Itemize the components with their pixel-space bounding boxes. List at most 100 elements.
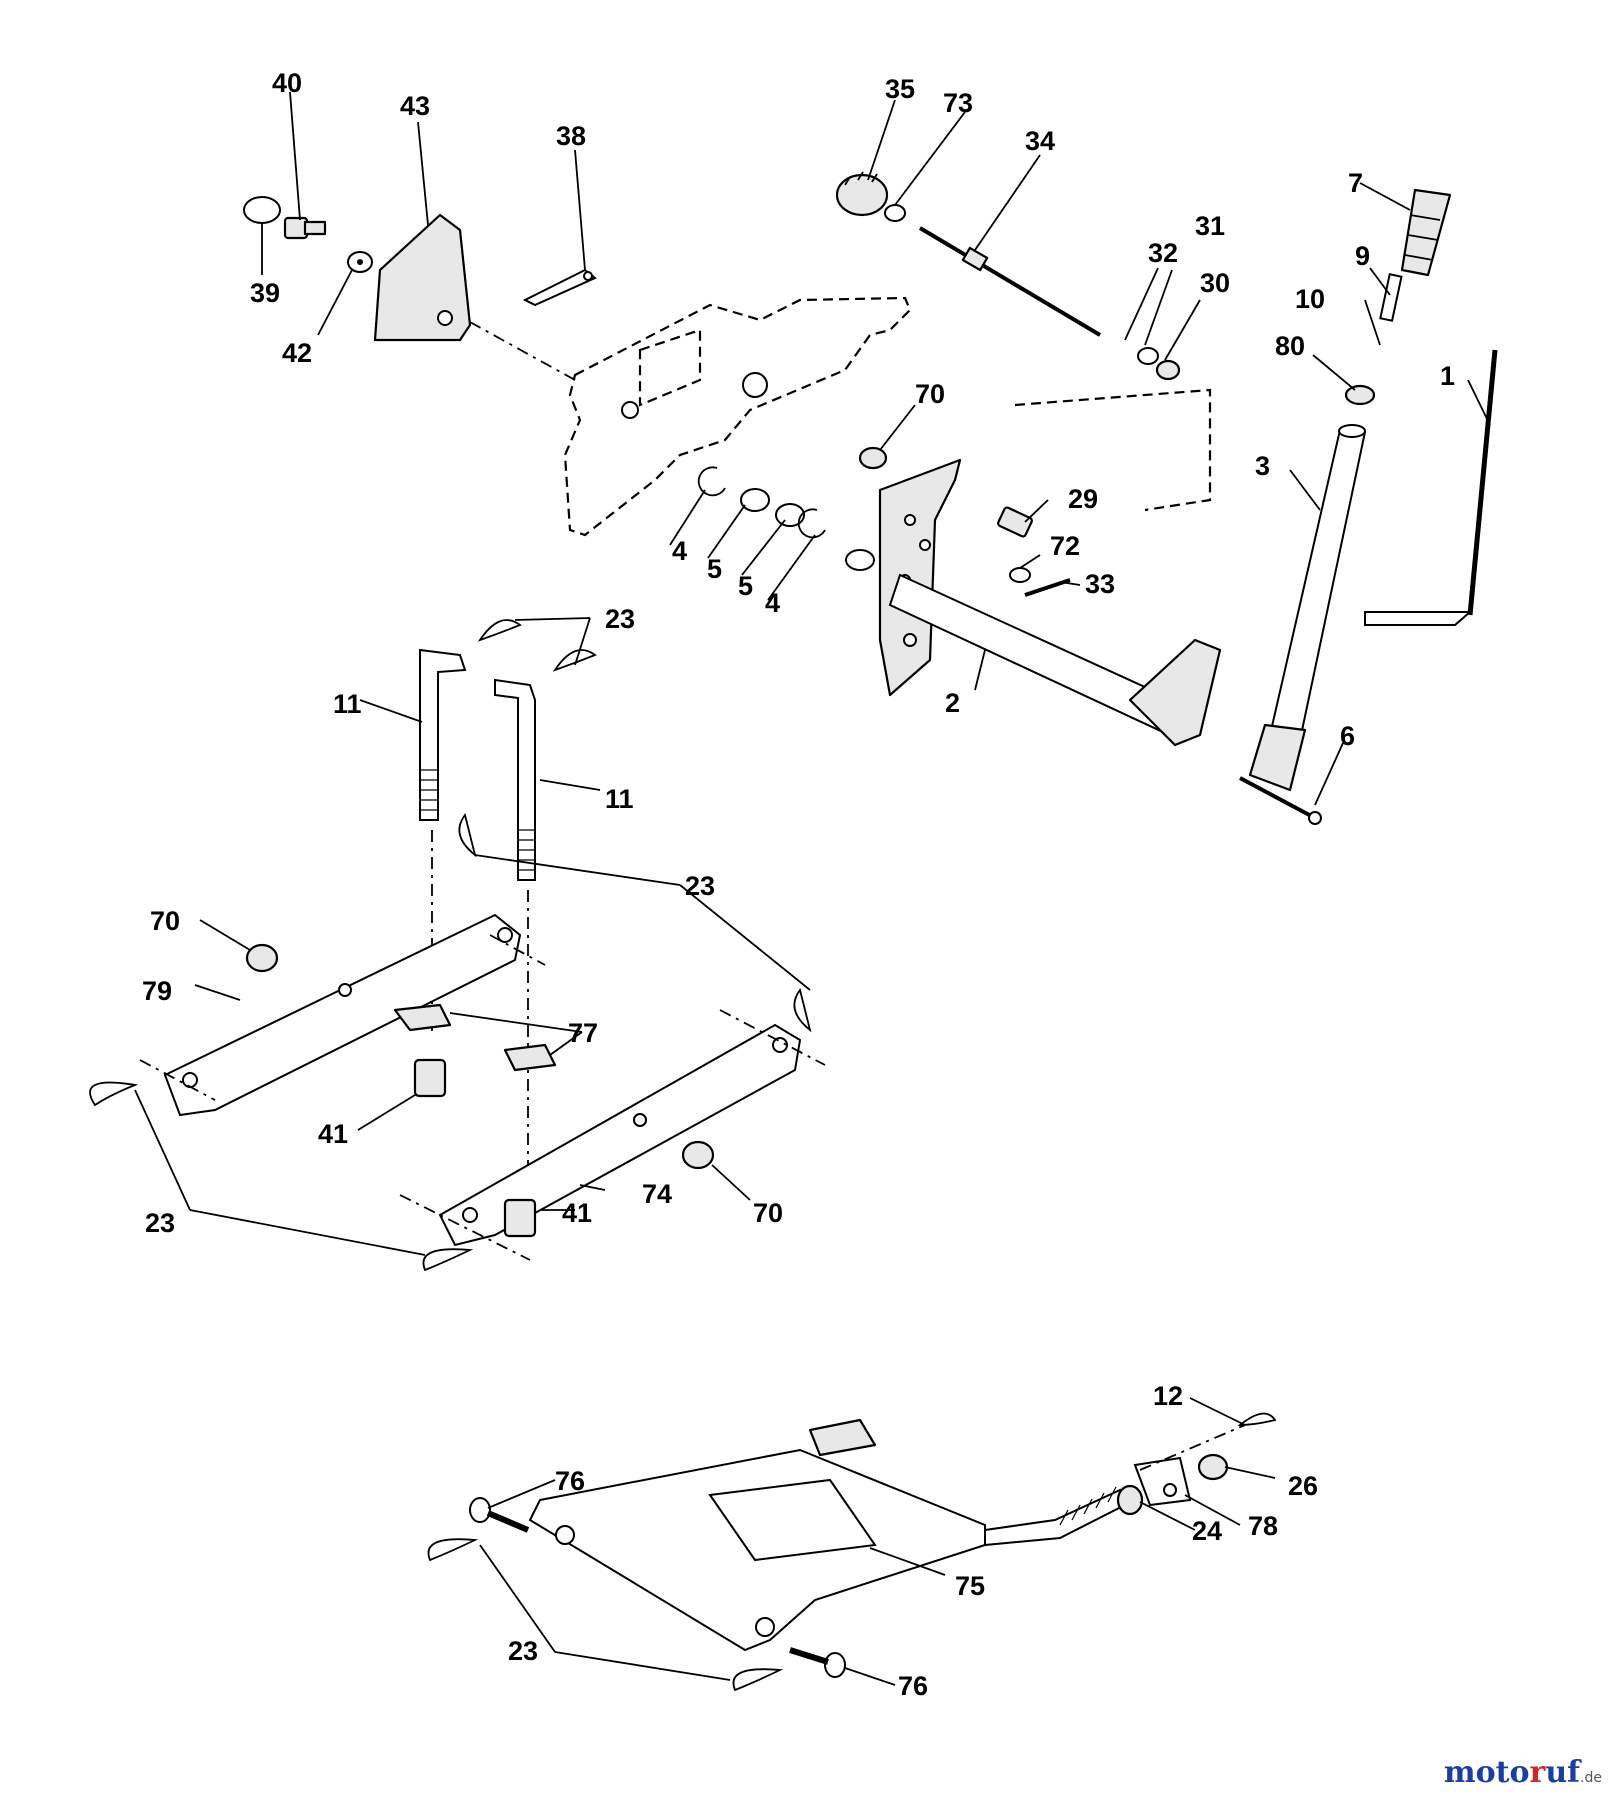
part-23-clip-g (427, 1538, 479, 1562)
callout-41-b: 41 (562, 1198, 592, 1228)
part-3-handle (1248, 424, 1367, 792)
callout-76-b: 76 (898, 1671, 928, 1701)
part-76-pin-b (789, 1647, 846, 1678)
callout-12: 12 (1153, 1381, 1183, 1411)
callout-10: 10 (1295, 284, 1325, 314)
part-34-rod (918, 226, 1102, 337)
callout-2: 2 (945, 688, 960, 718)
callout-1: 1 (1440, 361, 1455, 391)
part-11-bolt-left (419, 648, 467, 821)
part-43-bracket (373, 213, 472, 342)
part-73-nut (884, 204, 906, 222)
part-41-nut-b (503, 1198, 537, 1238)
watermark: motoruf.de (1444, 1755, 1602, 1790)
callout-11-a: 11 (333, 689, 362, 719)
callout-70-right: 70 (753, 1198, 783, 1228)
callout-7: 7 (1348, 168, 1363, 198)
part-70-nut-left (245, 943, 279, 973)
callout-40: 40 (272, 68, 302, 98)
callout-74: 74 (642, 1179, 672, 1209)
part-23-clip-a (477, 619, 522, 642)
part-77-swivel-a (393, 1003, 452, 1032)
callout-26: 26 (1288, 1471, 1318, 1501)
callout-5-b: 5 (738, 571, 753, 601)
callout-23-b: 23 (685, 871, 715, 901)
callout-78: 78 (1248, 1511, 1278, 1541)
callout-70-top: 70 (915, 379, 945, 409)
part-40-bolt (283, 216, 327, 240)
callout-23-d: 23 (508, 1636, 538, 1666)
callout-42: 42 (282, 338, 312, 368)
callout-80: 80 (1275, 331, 1305, 361)
part-75-bracket (528, 1418, 1127, 1652)
callout-31: 31 (1195, 211, 1225, 241)
callout-38: 38 (556, 121, 586, 151)
part-12-clip (1237, 1412, 1277, 1426)
callout-4-a: 4 (672, 536, 687, 566)
part-9-pin (1379, 273, 1403, 322)
callout-43: 43 (400, 91, 430, 121)
callout-41-a: 41 (318, 1119, 348, 1149)
part-38-clip (522, 268, 597, 307)
part-6-bolt (1239, 776, 1322, 825)
part-74-link (438, 1023, 802, 1247)
callout-75: 75 (955, 1571, 985, 1601)
part-23-clip-d (793, 987, 812, 1033)
part-7-grip (1400, 188, 1452, 277)
callout-76-a: 76 (555, 1466, 585, 1496)
part-39-ring (243, 196, 281, 224)
part-30-nut (1155, 359, 1181, 381)
callout-72: 72 (1050, 531, 1080, 561)
callout-34: 34 (1025, 126, 1055, 156)
part-42-washer (347, 251, 373, 273)
part-70-nut-top (858, 446, 888, 470)
part-26-nut (1197, 1453, 1229, 1481)
callout-70-left: 70 (150, 906, 180, 936)
callout-32: 32 (1148, 238, 1178, 268)
callout-9: 9 (1355, 241, 1370, 271)
part-23-clip-h (732, 1668, 784, 1692)
watermark-part-2: r (1529, 1755, 1546, 1790)
part-1-rod (1364, 349, 1498, 626)
callout-4-b: 4 (765, 588, 780, 618)
part-79-link (163, 913, 522, 1117)
part-24-nut (1116, 1484, 1144, 1516)
callout-73: 73 (943, 88, 973, 118)
part-41-nut-a (413, 1058, 447, 1098)
part-5-washer-b (775, 503, 805, 527)
watermark-part-3: uf (1545, 1755, 1581, 1790)
callout-3: 3 (1255, 451, 1270, 481)
part-2-shaft (845, 458, 1222, 747)
callout-24: 24 (1192, 1516, 1222, 1546)
callout-labels: 40 43 38 39 42 35 73 34 31 32 30 7 9 10 … (142, 68, 1455, 1701)
callout-33: 33 (1085, 569, 1115, 599)
part-5-washer-a (740, 488, 770, 512)
part-31-washer (1137, 347, 1159, 365)
part-78-clevis (1133, 1456, 1192, 1507)
callout-77: 77 (568, 1018, 598, 1048)
part-23-clip-f (422, 1248, 474, 1272)
watermark-suffix: .de (1580, 1770, 1602, 1786)
callout-6: 6 (1340, 721, 1355, 751)
callout-29: 29 (1068, 484, 1098, 514)
callout-30: 30 (1200, 268, 1230, 298)
callout-39: 39 (250, 278, 280, 308)
part-76-pin-a (469, 1497, 530, 1533)
callout-35: 35 (885, 74, 915, 104)
part-29-fitting (997, 506, 1033, 538)
part-80-washer (1344, 384, 1376, 406)
part-70-nut-right (681, 1140, 715, 1170)
part-23-clip-b (552, 649, 597, 672)
callout-23-a: 23 (605, 604, 635, 634)
watermark-part-1: moto (1443, 1755, 1530, 1790)
callout-5-a: 5 (707, 554, 722, 584)
part-35-knob (835, 171, 889, 217)
part-4-clip-b (797, 508, 826, 539)
part-23-clip-c (458, 812, 477, 858)
part-72-washer (1009, 567, 1031, 583)
frame-outline (563, 296, 1212, 537)
part-23-clip-e (89, 1081, 139, 1107)
part-11-bolt-right (494, 678, 536, 881)
callout-23-c: 23 (145, 1208, 175, 1238)
